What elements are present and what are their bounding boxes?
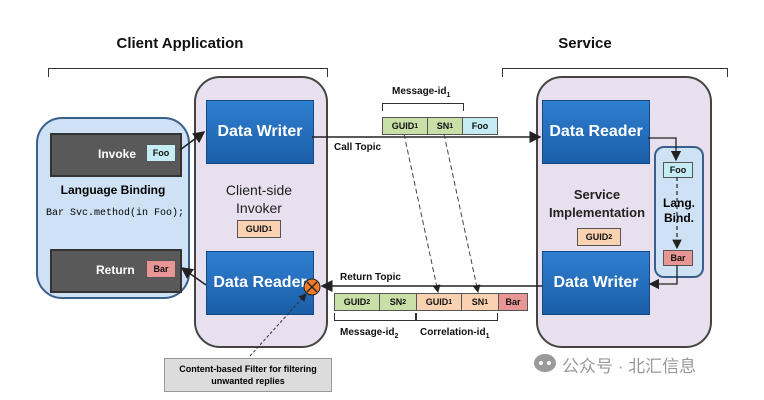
ret-message-id-sub: 2 bbox=[394, 333, 399, 340]
invoke-foo-tag: Foo bbox=[146, 144, 176, 162]
service-data-reader: Data Reader bbox=[542, 100, 650, 164]
sn-correlation-line bbox=[443, 133, 481, 293]
client-data-writer: Data Writer bbox=[206, 100, 314, 164]
ret-correlation-id-label: Correlation-id1 bbox=[420, 327, 489, 340]
ret-message-id-label: Message-id2 bbox=[340, 327, 398, 340]
service-foo-tag: Foo bbox=[663, 162, 693, 178]
invoke-to-writer-arrow bbox=[179, 131, 206, 151]
ret-sn1-text: SN bbox=[471, 297, 485, 307]
service-bar-tag: Bar bbox=[663, 250, 693, 266]
call-message-id-text: Message-id bbox=[392, 86, 447, 97]
ret-sn1-sub: 1 bbox=[484, 298, 489, 306]
client-brace bbox=[48, 68, 328, 77]
language-binding-title: Language Binding bbox=[60, 183, 166, 197]
call-message-id-sub: 1 bbox=[446, 92, 451, 99]
call-foo-cell: Foo bbox=[462, 117, 498, 135]
client-invoker-label: Client-side Invoker bbox=[225, 182, 293, 216]
ret-message-id-brace bbox=[334, 313, 416, 321]
ret-guid1-sub: 1 bbox=[448, 298, 453, 306]
ret-guid1-text: GUID bbox=[425, 297, 449, 307]
ret-guid2-text: GUID bbox=[343, 297, 367, 307]
call-sn-sub: 1 bbox=[449, 122, 454, 130]
ret-correlation-id-brace bbox=[416, 313, 498, 321]
filter-pointer-line bbox=[249, 293, 307, 357]
binding-code: Bar Svc.method(in Foo); bbox=[45, 208, 185, 219]
watermark-text: 公众号 · 北汇信息 bbox=[562, 357, 697, 376]
filter-icon bbox=[303, 278, 321, 296]
reader-to-return-arrow bbox=[180, 267, 207, 286]
call-guid-sub: 1 bbox=[414, 122, 419, 130]
ret-correlation-id-text: Correlation-id bbox=[420, 327, 486, 338]
call-topic-label: Call Topic bbox=[334, 142, 382, 153]
guid-correlation-line bbox=[403, 133, 441, 293]
call-guid-text: GUID bbox=[391, 121, 415, 131]
watermark-bubble-icon bbox=[539, 361, 551, 365]
bar-to-writer-arrow bbox=[648, 265, 678, 290]
invoke-box: Invoke Foo bbox=[50, 133, 182, 177]
ret-correlation-id-sub: 1 bbox=[485, 333, 490, 340]
filter-note-box: Content-based Filter for filtering unwan… bbox=[164, 358, 332, 392]
ret-message-id-text: Message-id bbox=[340, 327, 395, 338]
client-data-reader: Data Reader bbox=[206, 251, 314, 315]
return-label: Return bbox=[96, 263, 135, 277]
return-bar-tag: Bar bbox=[146, 260, 176, 278]
ret-sn2-text: SN bbox=[389, 297, 403, 307]
call-sn-text: SN bbox=[436, 121, 450, 131]
call-message-id-label: Message-id1 bbox=[392, 86, 450, 99]
service-brace bbox=[502, 68, 728, 77]
invoke-label: Invoke bbox=[98, 147, 137, 161]
client-application-title: Client Application bbox=[116, 35, 244, 52]
ret-bar-cell: Bar bbox=[498, 293, 528, 311]
service-guid-text: GUID bbox=[585, 232, 609, 242]
service-title: Service bbox=[558, 35, 612, 52]
client-guid-sub: 1 bbox=[268, 225, 273, 233]
reader-to-foo-arrow bbox=[648, 137, 682, 162]
service-guid-sub: 2 bbox=[608, 233, 613, 241]
service-impl-label: Service Implementation bbox=[548, 187, 646, 220]
ret-sn2-sub: 2 bbox=[402, 298, 407, 306]
ret-guid2-sub: 2 bbox=[366, 298, 371, 306]
lang-bind-label: Lang. Bind. bbox=[663, 196, 695, 225]
client-guid-text: GUID bbox=[245, 224, 269, 234]
return-topic-label: Return Topic bbox=[340, 272, 401, 283]
watermark-icon bbox=[534, 354, 556, 372]
